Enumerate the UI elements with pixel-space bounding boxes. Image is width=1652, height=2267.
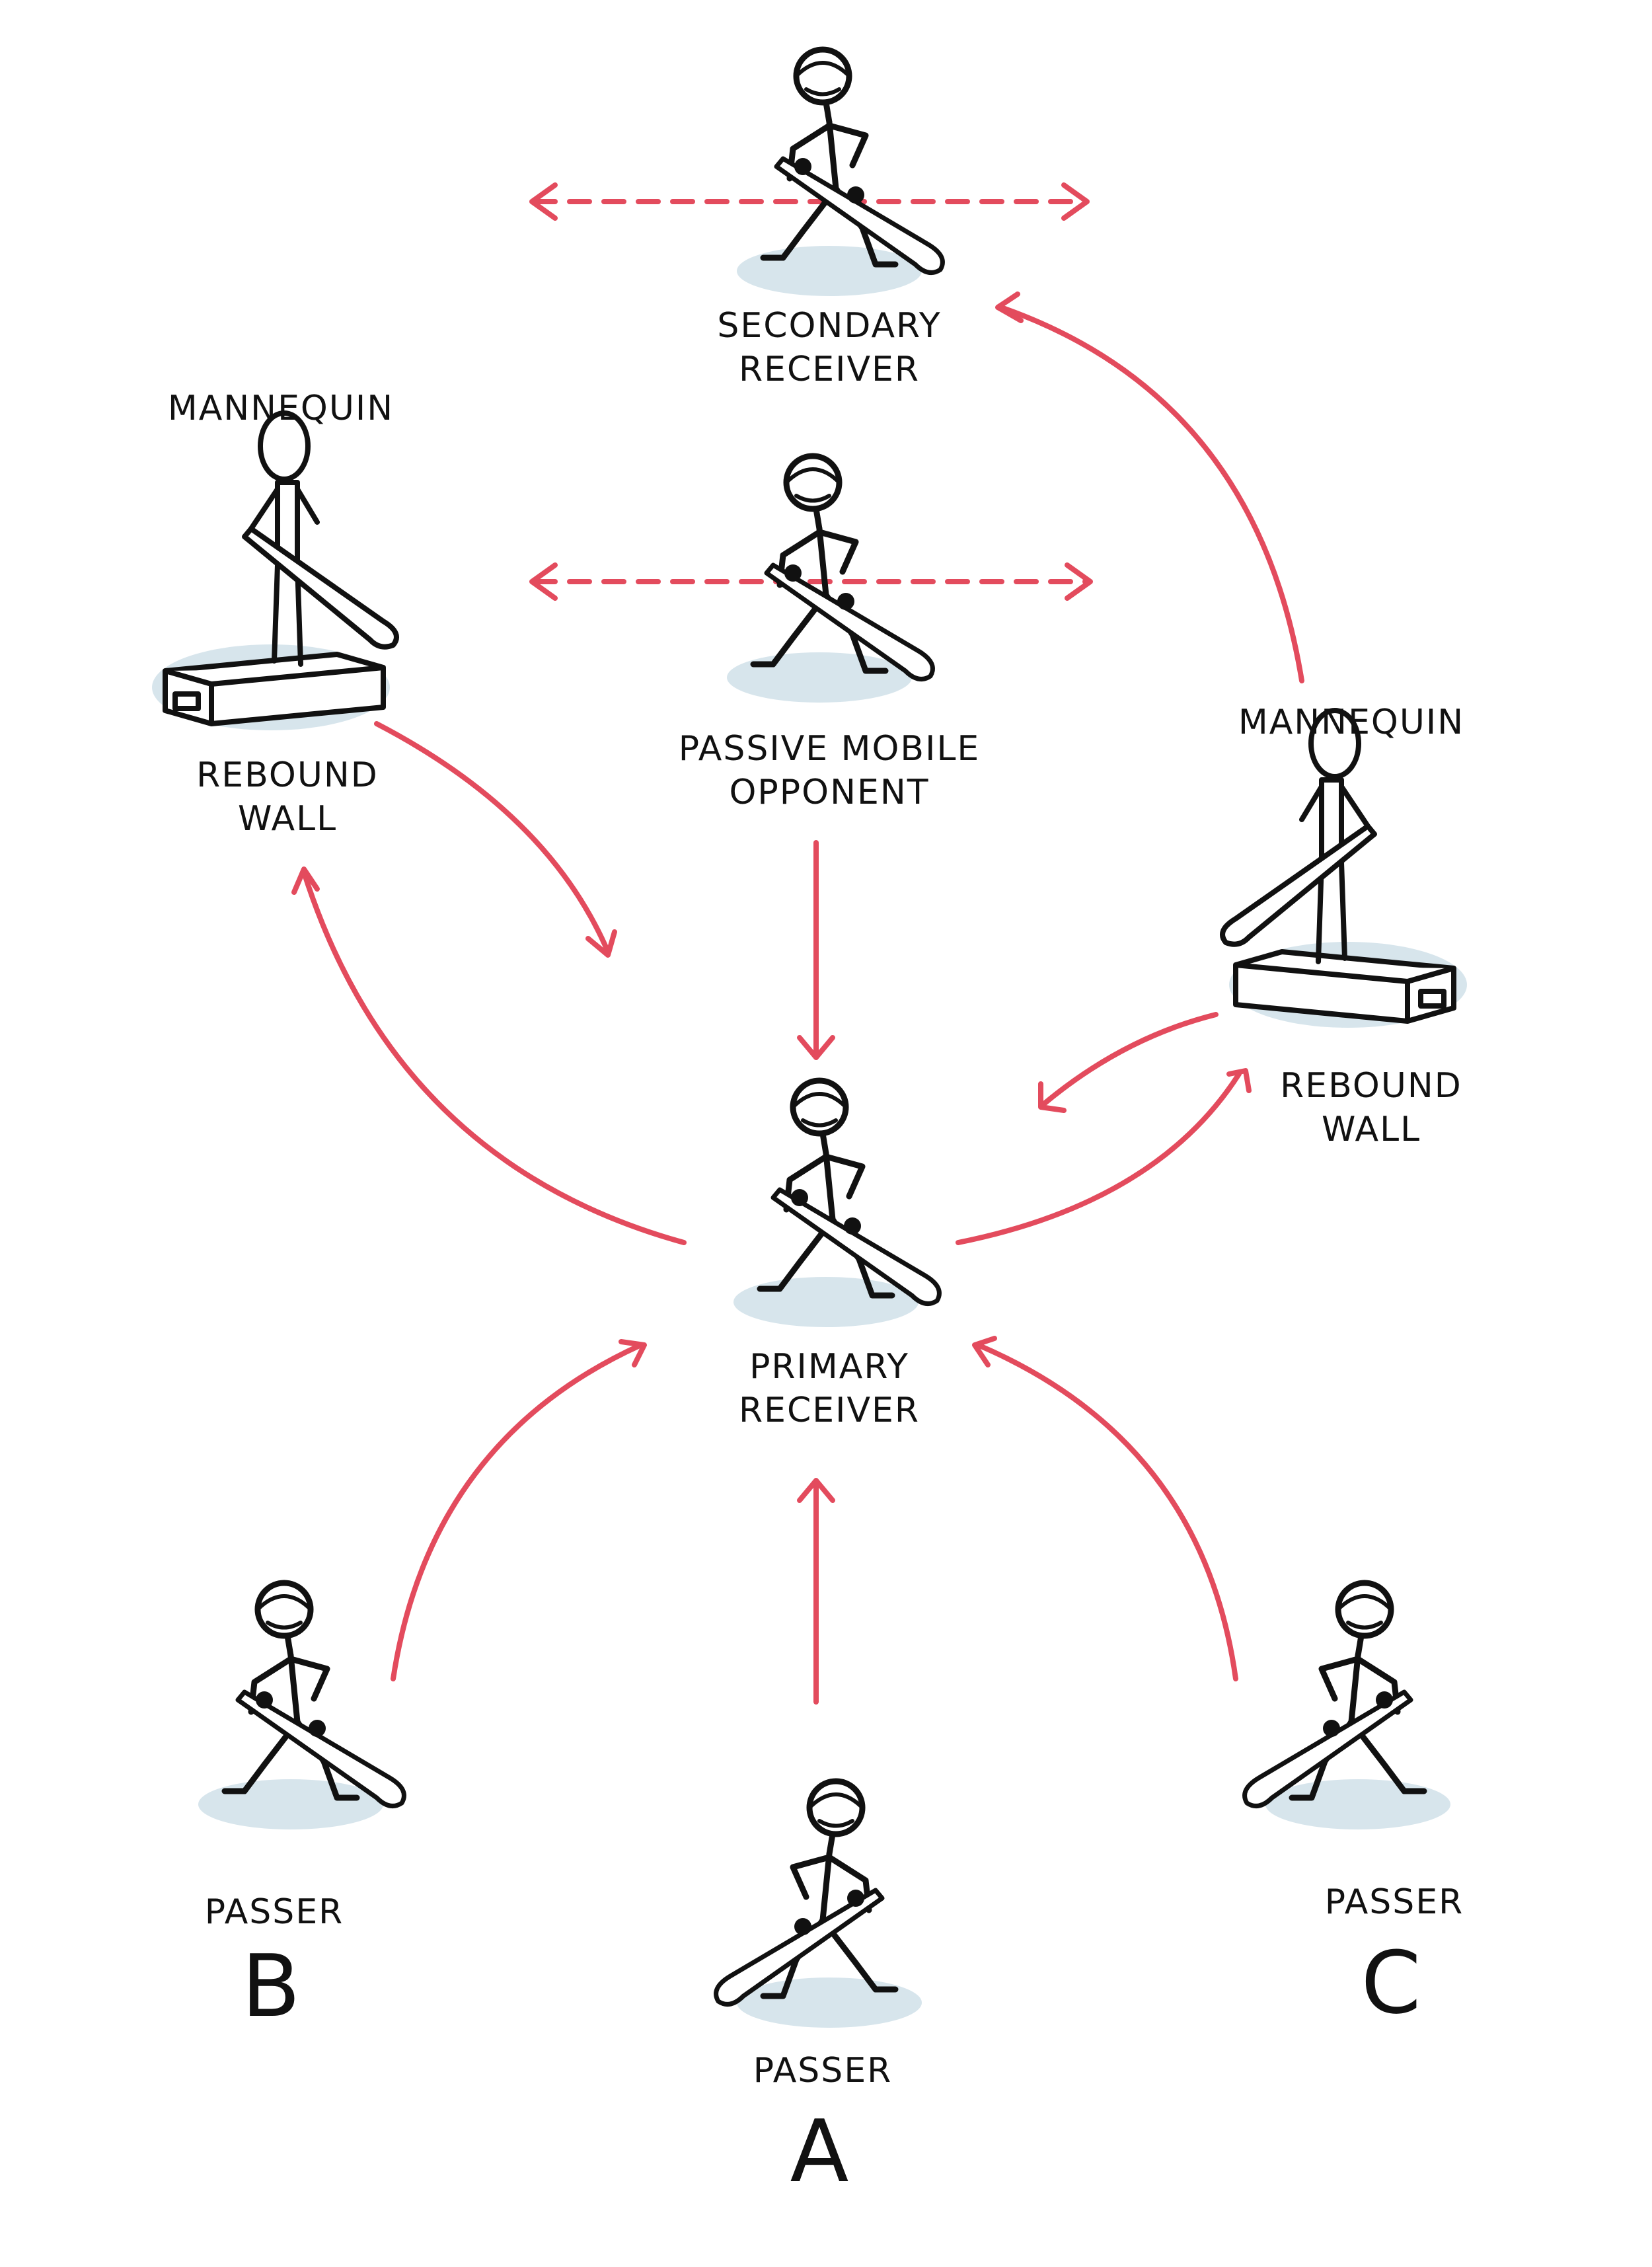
primary-receiver-line-1: PRIMARY <box>749 1347 909 1387</box>
secondary-receiver-line-1: SECONDARY <box>717 306 942 346</box>
rebound-wall-left-line-2: WALL <box>237 799 338 839</box>
arrow-passer-c-to-primary <box>975 1342 1238 1681</box>
passer-c-title: PASSER <box>1324 1882 1464 1922</box>
secondary-receiver-label: SECONDARY RECEIVER <box>717 304 941 391</box>
primary-receiver-figure <box>733 1081 939 1327</box>
passer-b-figure <box>198 1583 404 1829</box>
passive-mobile-opponent-line-1: PASSIVE MOBILE <box>678 729 981 769</box>
passer-a-title: PASSER <box>753 2051 893 2091</box>
passer-a-figure <box>716 1781 922 2028</box>
arrow-left-wall-to-primary <box>374 721 611 954</box>
mannequin-right-figure <box>1222 711 1467 1028</box>
mannequin-left-label: MANNEQUIN <box>167 389 394 428</box>
passive-mobile-opponent-line-2: OPPONENT <box>729 773 930 812</box>
passer-c-figure <box>1245 1583 1450 1829</box>
arrow-primary-to-left-wall <box>301 870 687 1245</box>
primary-receiver-label: PRIMARY RECEIVER <box>739 1345 920 1432</box>
passer-a-letter: A <box>790 2101 849 2202</box>
rebound-wall-right-line-1: REBOUND <box>1280 1066 1462 1106</box>
secondary-receiver-figure <box>737 50 942 296</box>
secondary-receiver-line-2: RECEIVER <box>738 350 920 389</box>
arrow-primary-to-right-wall <box>956 1071 1242 1245</box>
rebound-wall-right-line-2: WALL <box>1321 1110 1421 1149</box>
mannequin-left-figure <box>152 413 396 730</box>
passer-b-letter: B <box>241 1936 301 2036</box>
arrow-right-wall-to-primary <box>1041 1012 1219 1106</box>
arrow-passer-b-to-primary <box>391 1342 644 1681</box>
rebound-wall-left-line-1: REBOUND <box>196 755 379 795</box>
primary-receiver-line-2: RECEIVER <box>738 1391 920 1430</box>
rebound-wall-left-label: REBOUND WALL <box>196 753 379 841</box>
arrow-to-secondary-receiver <box>998 305 1304 683</box>
rebound-wall-right-label: REBOUND WALL <box>1280 1064 1462 1151</box>
mannequin-right-label: MANNEQUIN <box>1238 703 1465 742</box>
passive-mobile-opponent-label: PASSIVE MOBILE OPPONENT <box>679 727 981 814</box>
passer-b-title: PASSER <box>204 1892 344 1932</box>
passer-c-letter: C <box>1361 1933 1421 2033</box>
